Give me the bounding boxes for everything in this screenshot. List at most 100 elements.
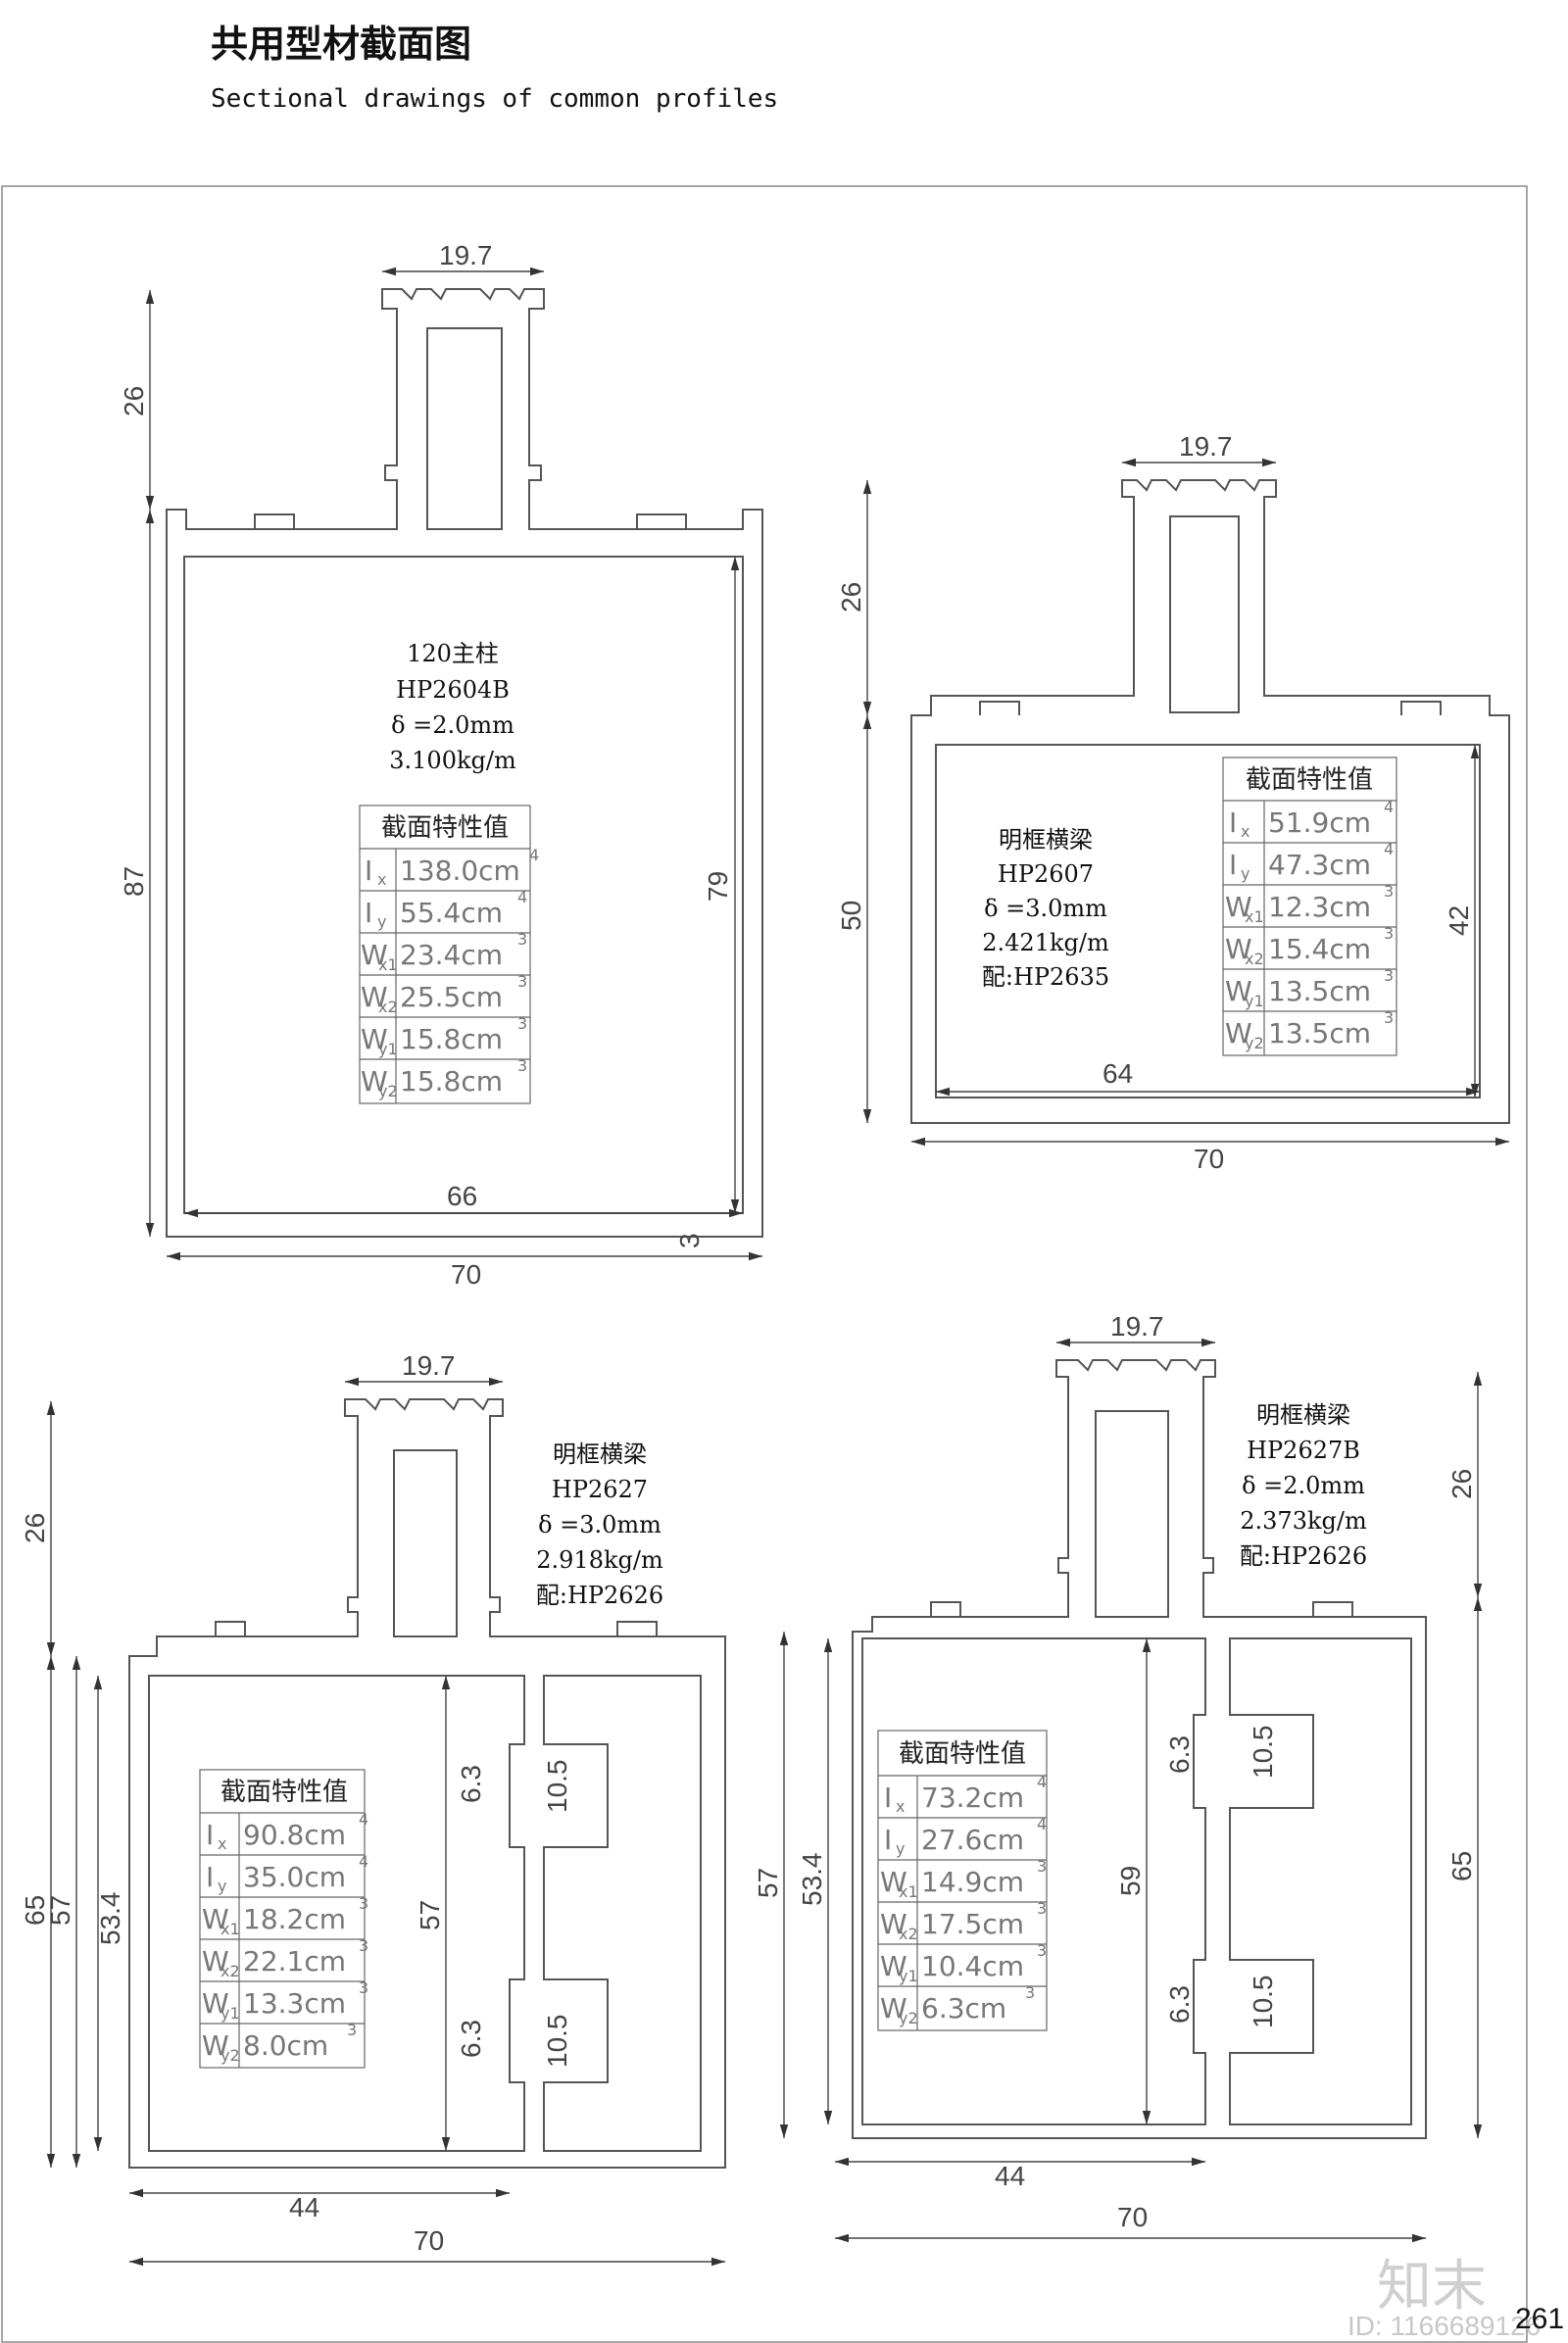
profile-label-line: HP2607	[998, 860, 1094, 888]
profile-grooves	[254, 513, 687, 529]
table-exponent: 3	[1037, 1857, 1047, 1876]
table-symbol: W	[880, 1908, 907, 1940]
profile-label-line: 配:HP2635	[982, 963, 1109, 991]
table-exponent: 3	[1037, 1899, 1047, 1918]
dim-h5: 57	[415, 1900, 445, 1930]
table-symbol: I	[206, 1819, 214, 1851]
table-symbol: W	[202, 2029, 229, 2062]
table-exponent: 4	[359, 1852, 368, 1871]
table-exponent: 4	[517, 888, 527, 906]
dim-t: 3	[674, 1233, 705, 1248]
profile-hp2607: 19.7 26 50 42 64 70 明框横梁 HP2607 δ =3.0mm…	[836, 431, 1510, 1174]
profile-label-line: HP2627B	[1247, 1437, 1360, 1464]
table-frame	[877, 1730, 1048, 2031]
table-subscript: x2	[378, 998, 398, 1016]
dim-h2: 65	[1446, 1851, 1477, 1881]
profile-outline	[166, 288, 763, 1238]
table-symbol: I	[884, 1824, 892, 1856]
table-value: 15.8cm	[400, 1065, 503, 1098]
table-symbol: W	[202, 1987, 229, 2020]
profile-side-chamber	[1229, 1637, 1412, 2125]
section-properties-table: 截面特性值 I x 73.2cm 4 I y 27.6cm 4 W x1 14.…	[877, 1730, 1048, 2031]
dim-h1: 26	[20, 1513, 50, 1543]
dim-h1: 26	[836, 582, 866, 612]
dim-h3: 79	[703, 871, 733, 902]
table-value: 27.6cm	[921, 1824, 1024, 1856]
dim-w-in: 66	[447, 1181, 477, 1211]
dim-w-in: 44	[995, 2161, 1025, 2191]
dim-top: 19.7	[1179, 431, 1233, 462]
profile-grooves	[930, 1601, 1353, 1617]
table-exponent: 4	[359, 1810, 368, 1829]
table-symbol: W	[880, 1992, 907, 2025]
table-symbol: W	[202, 1903, 229, 1935]
profile-label-line: δ =3.0mm	[984, 895, 1107, 922]
table-subscript: y2	[378, 1082, 398, 1100]
table-symbol: W	[1225, 975, 1252, 1007]
profile-chamber	[935, 744, 1481, 1098]
dim-h3: 42	[1444, 905, 1474, 936]
table-value: 12.3cm	[1268, 891, 1371, 923]
table-symbol: W	[1225, 933, 1252, 965]
profile-label-line: 明框横梁	[553, 1440, 647, 1468]
dim-h1: 26	[1446, 1469, 1477, 1499]
dim-h3: 57	[45, 1895, 75, 1926]
profile-label-line: 2.373kg/m	[1240, 1507, 1367, 1535]
table-value: 10.4cm	[921, 1950, 1024, 1982]
table-symbol: W	[1225, 1017, 1252, 1049]
table-subscript: x	[218, 1834, 226, 1853]
table-subscript: y1	[1245, 992, 1264, 1010]
dim-h2: 87	[119, 866, 149, 897]
id-watermark: ID: 1166689126	[1348, 2311, 1542, 2341]
table-symbol: W	[1225, 891, 1252, 923]
table-symbol: W	[880, 1866, 907, 1898]
table-value: 22.1cm	[243, 1945, 346, 1977]
table-value: 15.4cm	[1268, 933, 1371, 965]
table-subscript: y	[896, 1839, 905, 1858]
page-subtitle: Sectional drawings of common profiles	[211, 84, 779, 114]
table-symbol: W	[880, 1950, 907, 1982]
dim-h4: 53.4	[95, 1892, 125, 1946]
profile-label-line: δ =2.0mm	[391, 711, 514, 739]
profile-outline	[128, 1398, 726, 2169]
profile-outline	[910, 479, 1510, 1124]
dim-s1: 6.3	[1164, 1735, 1195, 1774]
table-value: 23.4cm	[400, 939, 503, 971]
table-frame	[1222, 757, 1397, 1056]
table-subscript: x2	[1245, 950, 1264, 968]
table-symbol: I	[206, 1861, 214, 1893]
table-value: 17.5cm	[921, 1908, 1024, 1940]
dim-h5: 53.4	[797, 1853, 827, 1907]
table-subscript: x1	[1245, 907, 1264, 926]
profile-label-line: HP2627	[552, 1476, 648, 1503]
table-subscript: y1	[899, 1967, 918, 1985]
table-exponent: 3	[1384, 924, 1394, 943]
table-symbol: I	[1229, 806, 1237, 839]
table-header: 截面特性值	[899, 1739, 1026, 1769]
profile-grooves	[979, 701, 1442, 715]
drawing-frame	[1, 185, 1528, 2343]
profile-hp2604b: 19.7 26 87 79 66 70 3 120主柱 HP2604B δ =2…	[119, 240, 763, 1290]
profile-label-line: 2.421kg/m	[982, 929, 1109, 956]
table-exponent: 3	[517, 1056, 527, 1075]
profile-side-chamber	[543, 1675, 702, 2152]
profile-hp2627b: 19.7 26 65 59 57 53.4 6.3 10.5 6.3 10.5 …	[753, 1311, 1483, 2243]
profile-label-line: 明框横梁	[999, 826, 1093, 854]
dim-w-out: 70	[1117, 2202, 1148, 2232]
table-value: 73.2cm	[921, 1782, 1024, 1814]
profile-label-line: 3.100kg/m	[389, 747, 516, 774]
table-value: 13.5cm	[1268, 975, 1371, 1007]
table-symbol: I	[1229, 849, 1237, 881]
dim-w-out: 70	[1194, 1144, 1224, 1174]
table-subscript: x	[896, 1797, 905, 1816]
dim-s2: 10.5	[1248, 1726, 1278, 1780]
table-symbol: W	[361, 1023, 388, 1055]
dim-top: 19.7	[439, 240, 493, 270]
dim-top: 19.7	[1110, 1311, 1164, 1342]
profile-label-line: δ =2.0mm	[1242, 1472, 1365, 1499]
profile-label-line: 2.918kg/m	[536, 1546, 663, 1574]
profile-outline	[852, 1359, 1427, 2139]
table-value: 25.5cm	[400, 981, 503, 1013]
dim-h2: 65	[20, 1895, 50, 1926]
